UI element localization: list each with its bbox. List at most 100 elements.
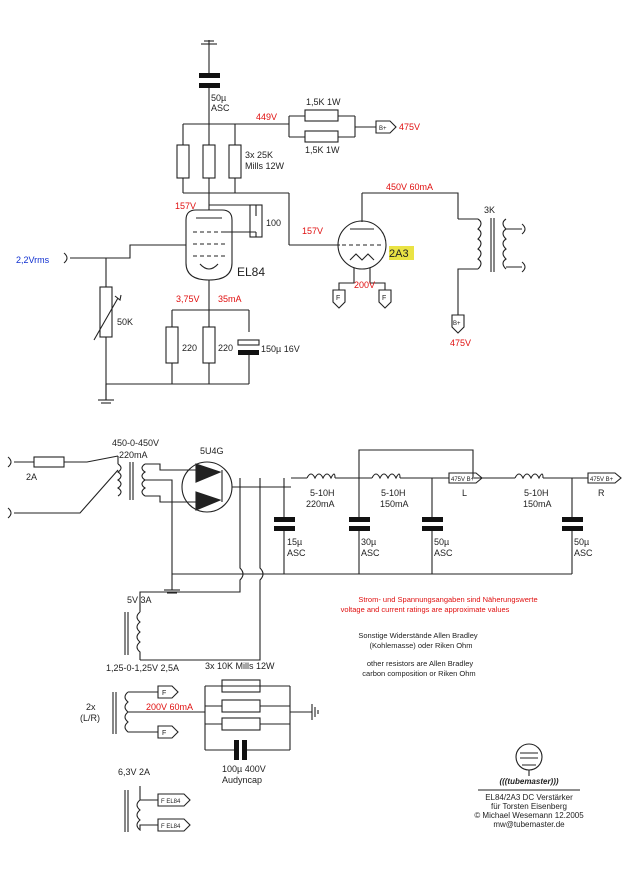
bplus-tag-bottom [451,314,465,334]
trans-label-1: 450-0-450V [112,438,159,448]
fil-125-label: 1,25-0-1,25V 2,5A [106,663,179,673]
res-220-label-b: 220 [218,343,233,353]
amplifier-section: 50µ ASC 449V 1,5K 1W 1,5K 1W B+ 475V 3x … [16,40,526,404]
res-100-label: 100 [266,218,281,228]
out-tag-r-label: 475V B+ [590,477,614,483]
choke2-label-1: 5-10H [381,488,406,498]
fil-tag-b [157,725,179,739]
tube-el84-label: EL84 [237,265,265,279]
volt-157-el84: 157V [175,201,196,211]
resistor-25k-b [202,144,216,179]
cap2-label-2: ASC [361,548,380,558]
choke-3 [514,473,544,480]
res-1k5-label-b: 1,5K 1W [305,145,340,155]
capacitor-50u-top [199,73,220,88]
res-mills-label-2: Mills 12W [245,161,285,171]
resistor-10k-b [221,699,261,713]
trans-label-2: 220mA [119,450,148,460]
choke1-label-1: 5-10H [310,488,335,498]
logo-text: (((tubemaster))) [499,777,558,786]
volt-157-2a3: 157V [302,226,323,236]
resistor-220-a [165,326,179,364]
res-mills-label-1: 3x 25K [245,150,273,160]
tube-2a3-label: 2A3 [389,248,409,260]
choke-1 [306,473,336,480]
cap-100-label-2: Audyncap [222,775,262,785]
volt-475-top: 475V [399,122,420,132]
fil-tag-a [157,685,179,699]
res-220-label-a: 220 [182,343,197,353]
volt-450-60: 450V 60mA [386,182,433,192]
fil-el84-label-2: F EL84 [161,824,181,830]
fil-tag-1 [332,289,346,309]
notes-block: Strom- und Spannungsangaben sind Näherun… [341,595,538,678]
resistor-10k-a [221,679,261,693]
cap1-label-2: ASC [287,548,306,558]
volt-475-bottom: 475V [450,338,471,348]
note-de-1: Sonstige Widerstände Allen Bradley [358,631,477,640]
resistor-10k-c [221,717,261,731]
fil-tag-a-label: F [162,690,166,697]
bplus-tag-bottom-label: B+ [453,321,461,327]
rectifier-5u4g [181,461,291,513]
fil-tag-el84-2 [157,818,191,832]
ground-symbol-amp [98,384,114,404]
ground-symbol-top [201,40,217,60]
title-line-2: für Torsten Eisenberg [491,802,567,811]
cap-top-type: ASC [211,103,230,113]
cap-100-label-1: 100µ 400V [222,764,266,774]
fil-tag-el84-1 [157,793,191,807]
choke1-label-2: 220mA [306,499,335,509]
fil-2x-label-1: 2x [86,702,96,712]
resistor-1k5-b [304,130,339,143]
capacitor-100u [234,740,239,760]
filter-caps [274,517,583,531]
tube-logo-icon [515,743,543,776]
fil-2x-label-2: (L/R) [80,713,100,723]
fil-el84-label-1: F EL84 [161,799,181,805]
2a3-highlight [389,246,414,260]
title-block: (((tubemaster))) EL84/2A3 DC Verstärker … [474,743,584,829]
cap1-label-1: 15µ [287,537,302,547]
out-r-label: R [598,488,605,498]
choke-2 [371,473,401,480]
title-line-4: mw@tubemaster.de [493,820,565,829]
fuse-2a [33,456,65,468]
cap-top-value: 50µ [211,93,226,103]
trans-3k-label: 3K [484,205,495,215]
volt-375: 3,75V [176,294,200,304]
winding-63 [136,786,158,832]
fil-tag-2 [378,289,392,309]
res-mills-10k-label: 3x 10K Mills 12W [205,661,275,671]
cap2-label-1: 30µ [361,537,376,547]
fil-63-label: 6,3V 2A [118,767,150,777]
choke3-label-2: 150mA [523,499,552,509]
winding-125 [124,691,205,733]
title-line-1: EL84/2A3 DC Verstärker [485,793,573,802]
input-label: 2,2Vrms [16,255,50,265]
output-transformer [457,218,526,315]
title-line-3: © Michael Wesemann 12.2005 [474,811,584,820]
ground-symbol-heater [311,704,319,720]
out-l-label: L [462,488,467,498]
resistor-1k5-a [304,109,339,122]
cap-150-label: 150µ 16V [261,344,300,354]
fuse-label: 2A [26,472,37,482]
volt-200: 200V [354,280,375,290]
winding-5v [136,611,141,660]
cap3-label-2: ASC [434,548,453,558]
pot-50k-label: 50K [117,317,133,327]
note-red-2: voltage and current ratings are approxim… [341,605,510,614]
el84-tube-symbol [185,193,257,310]
choke2-label-2: 150mA [380,499,409,509]
fil-tag-2-label: F [382,295,386,302]
resistor-220-b [202,326,216,364]
resistor-25k-c [228,144,242,179]
volt-449: 449V [256,112,277,122]
res-1k5-label-a: 1,5K 1W [306,97,341,107]
out-tag-l-label: 475V B+ [451,477,475,483]
curr-35: 35mA [218,294,242,304]
out-tag-l [448,472,483,484]
fil-tag-1-label: F [336,295,340,302]
